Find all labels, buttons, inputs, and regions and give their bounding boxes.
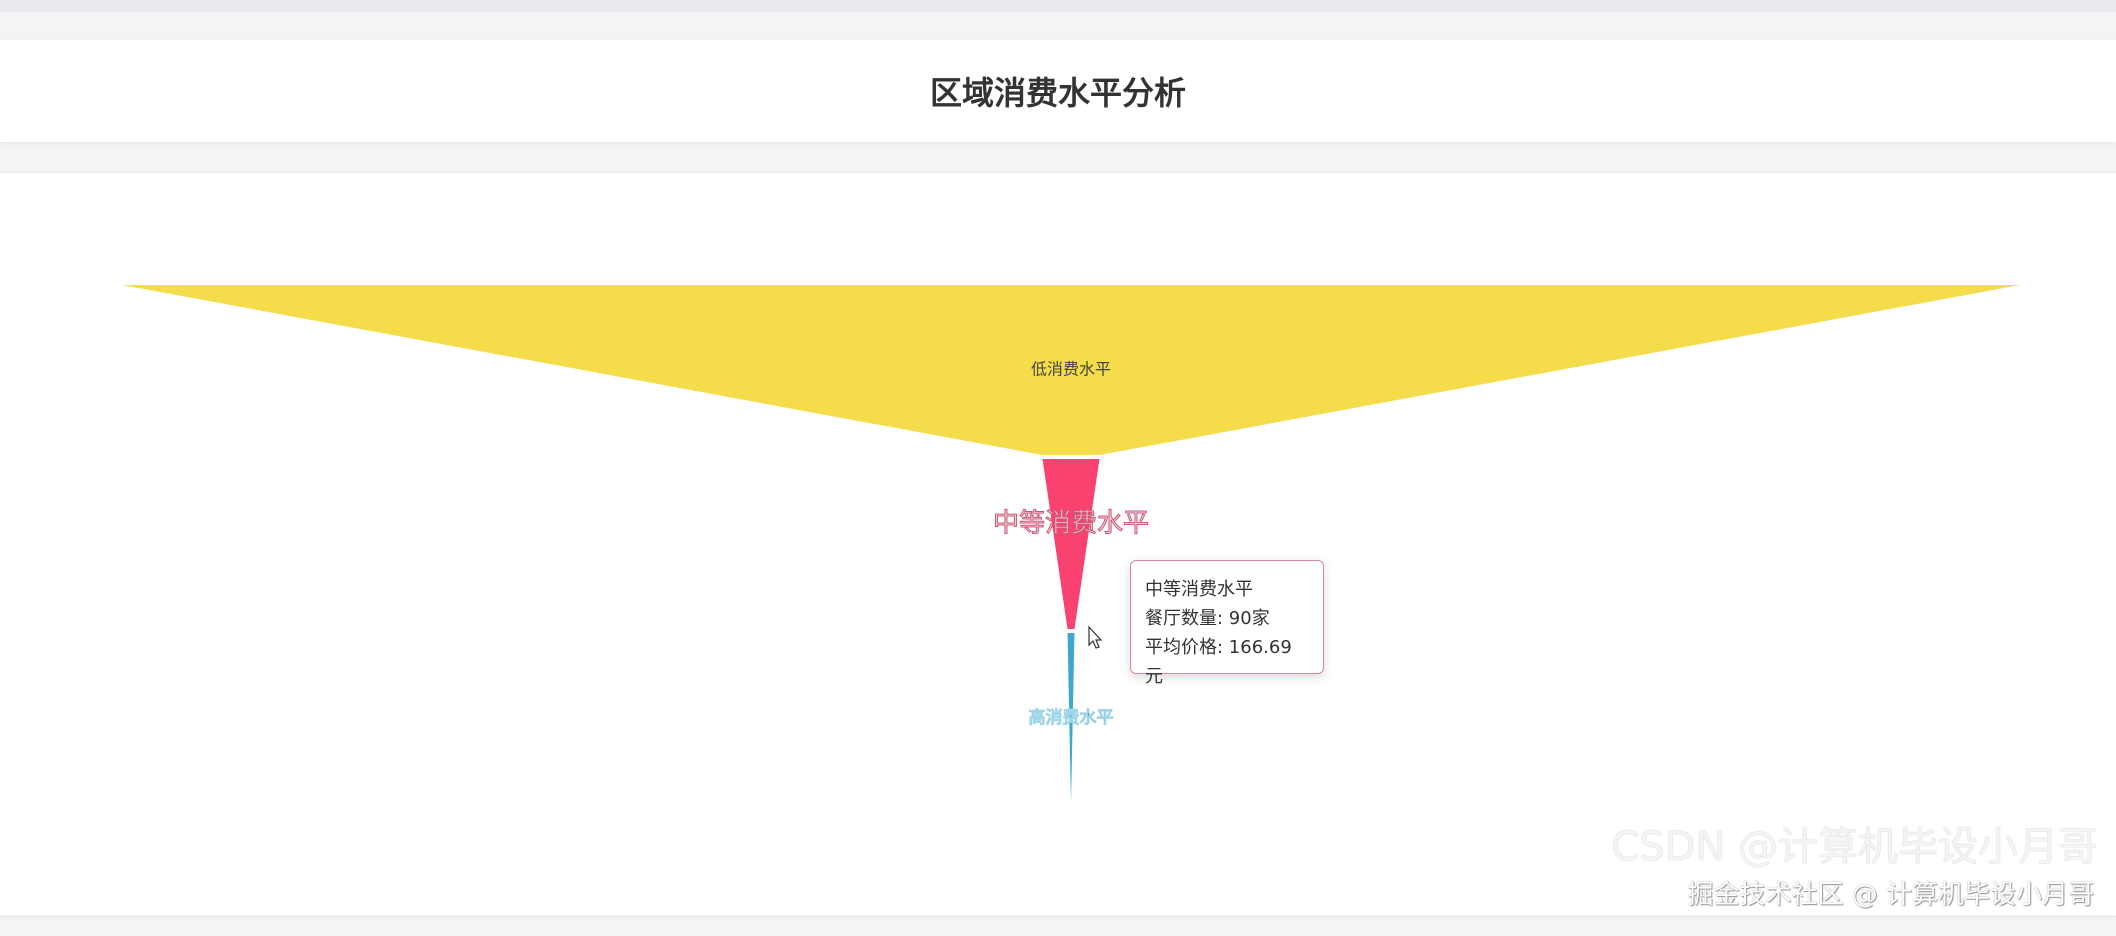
chart-tooltip: 中等消费水平 餐厅数量: 90家 平均价格: 166.69元 (1130, 560, 1324, 687)
funnel-label: 中等消费水平 (993, 509, 1149, 539)
funnel-segment[interactable] (1067, 633, 1075, 803)
tooltip-price: 平均价格: 166.69元 (1145, 637, 1292, 687)
funnel-segment[interactable] (122, 285, 2020, 455)
watermark: 掘金技术社区 @ 计算机毕设小月哥 (1687, 880, 2094, 910)
tooltip-title: 中等消费水平 (1145, 579, 1253, 600)
funnel-label: 高消费水平 (1029, 707, 1114, 728)
funnel-label: 低消费水平 (1031, 360, 1111, 379)
tooltip-count: 餐厅数量: 90家 (1145, 608, 1270, 629)
funnel-segment[interactable] (1042, 459, 1100, 629)
page-header: 区域消费水平分析 (0, 40, 2116, 142)
watermark-back: CSDN @计算机毕设小月哥 (1611, 824, 2098, 870)
top-bar (0, 0, 2116, 12)
page-title: 区域消费水平分析 (929, 74, 1186, 112)
